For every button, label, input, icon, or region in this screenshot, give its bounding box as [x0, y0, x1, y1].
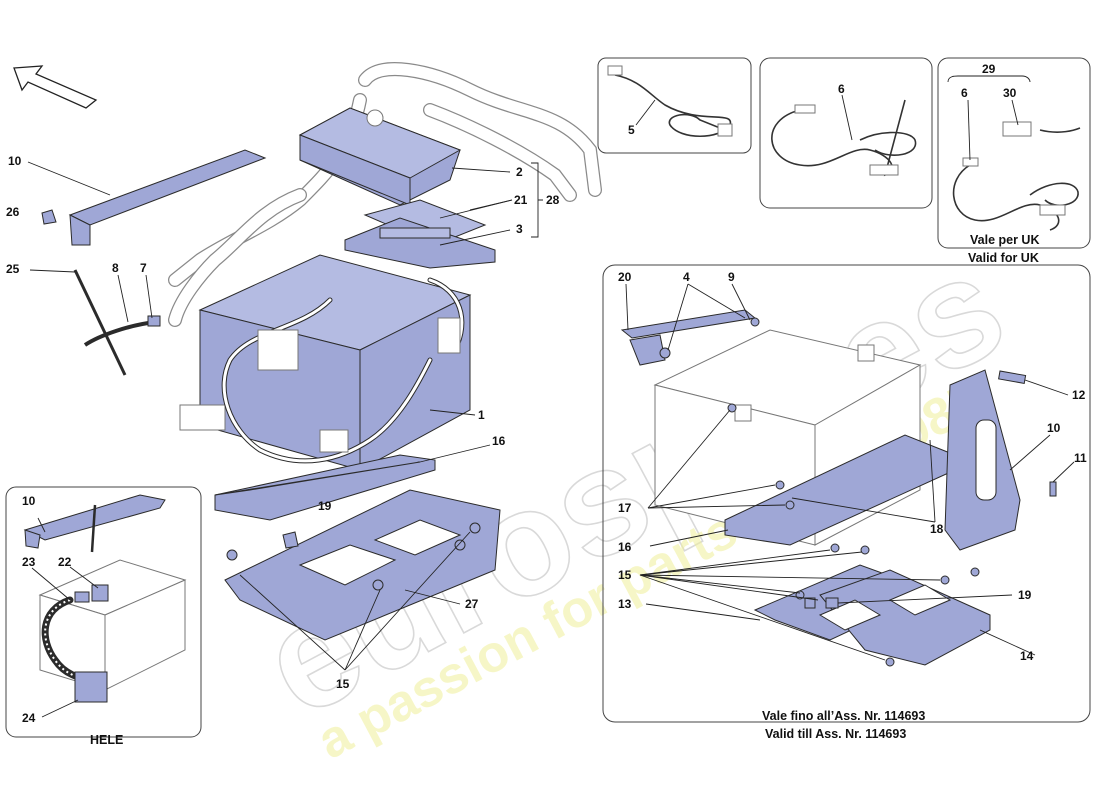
callout-4: 4 [683, 270, 690, 284]
tray-clip [282, 531, 299, 549]
control-unit-box [298, 107, 462, 206]
main-assembly [41, 62, 602, 641]
callout-26: 26 [6, 205, 20, 219]
callout-22: 22 [58, 555, 72, 569]
callout-24: 24 [22, 711, 36, 725]
callout-21: 21 [514, 193, 528, 207]
callout-16: 16 [618, 540, 632, 554]
callout-29: 29 [982, 62, 996, 76]
callout-11: 11 [1074, 451, 1087, 465]
bolts [226, 522, 481, 591]
ass-caption: Vale fino all’Ass. Nr. 114693 [762, 709, 925, 723]
callout-16: 16 [492, 434, 506, 448]
callout-5: 5 [628, 123, 635, 137]
inset-ass-nr: 20 4 9 12 10 11 17 18 16 15 19 13 14 Val… [602, 264, 1091, 741]
ass-caption-en: Valid till Ass. Nr. 114693 [765, 727, 906, 741]
callout-12: 12 [1072, 388, 1086, 402]
callout-23: 23 [22, 555, 36, 569]
callout-7: 7 [140, 261, 147, 275]
callout-1: 1 [478, 408, 485, 422]
callout-30: 30 [1003, 86, 1017, 100]
fuse-box [344, 199, 496, 269]
callout-15: 15 [618, 568, 632, 582]
battery-tray [214, 454, 436, 521]
uk-caption-en: Valid for UK [968, 251, 1039, 265]
callout-8: 8 [112, 261, 119, 275]
uk-caption: Vale per UK [970, 233, 1039, 247]
callout-10: 10 [1047, 421, 1061, 435]
battery-cables [221, 277, 465, 464]
callout-18: 18 [930, 522, 944, 536]
callout-15: 15 [336, 677, 350, 691]
upper-bracket [68, 149, 267, 246]
callout-27: 27 [465, 597, 479, 611]
inset-uk: 29 6 30 Vale per UK Valid for UK [937, 57, 1091, 265]
callout-14: 14 [1020, 649, 1034, 663]
callout-6: 6 [961, 86, 968, 100]
side-bracket [944, 369, 1021, 551]
callout-25: 25 [6, 262, 20, 276]
callout-3: 3 [516, 222, 523, 236]
hele-caption: HELE [90, 733, 123, 747]
callout-20: 20 [618, 270, 632, 284]
callout-13: 13 [618, 597, 632, 611]
callout-6: 6 [838, 82, 845, 96]
callout-10: 10 [8, 154, 22, 168]
callout-2: 2 [516, 165, 523, 179]
callout-19: 19 [318, 499, 332, 513]
inset-cable-5: 5 [597, 57, 752, 154]
callout-28: 28 [546, 193, 560, 207]
leader-lines [27, 161, 543, 671]
callout-10: 10 [22, 494, 36, 508]
clip [41, 209, 57, 225]
inset-hele: 10 23 22 24 HELE [5, 486, 202, 747]
callout-19: 19 [1018, 588, 1032, 602]
vent-tube [83, 320, 156, 347]
callout-9: 9 [728, 270, 735, 284]
inset-cable-6: 6 [759, 57, 933, 209]
callout-17: 17 [618, 501, 632, 515]
harness-hoses [168, 62, 602, 327]
tube-connector [147, 315, 161, 327]
vent-rod [73, 269, 127, 376]
direction-arrow-icon [13, 65, 98, 109]
base-plate [224, 489, 501, 641]
